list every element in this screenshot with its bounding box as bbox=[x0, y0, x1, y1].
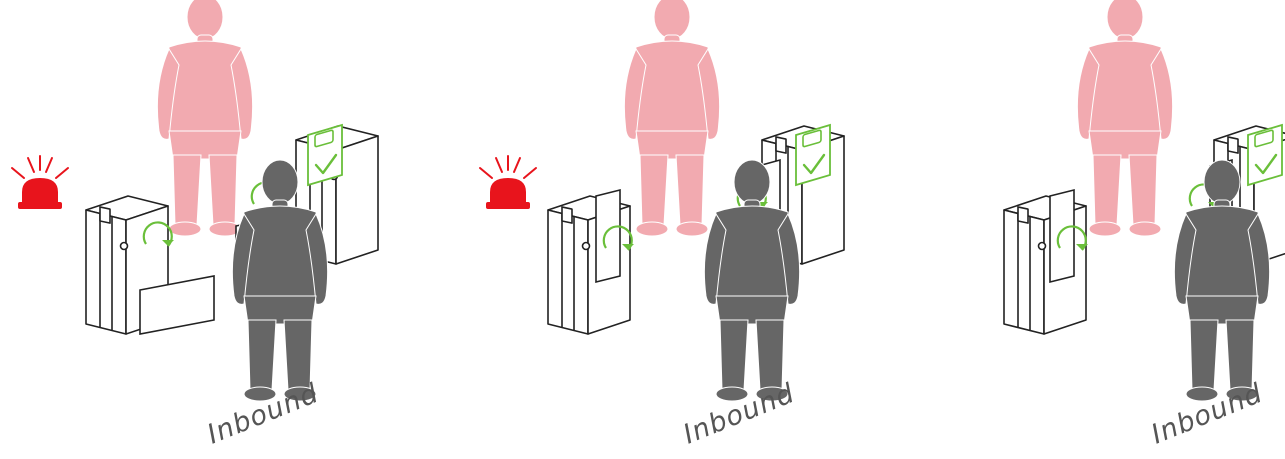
tailgater-figure bbox=[624, 0, 719, 236]
scene-1: Inbound bbox=[12, 0, 378, 450]
left-wing-panel bbox=[596, 190, 620, 282]
scene-2: Inbound bbox=[480, 0, 844, 450]
tailgater-figure bbox=[157, 0, 252, 236]
alarm-beacon-icon bbox=[480, 156, 536, 209]
alarm-beacon-icon bbox=[12, 156, 68, 209]
card-check-icon bbox=[1248, 125, 1282, 185]
card-check-icon bbox=[796, 125, 830, 185]
left-wing-panel bbox=[1050, 190, 1074, 282]
tailgater-figure bbox=[1077, 0, 1172, 236]
card-check-icon bbox=[308, 125, 342, 185]
scene-3: Inbound bbox=[1004, 0, 1285, 450]
